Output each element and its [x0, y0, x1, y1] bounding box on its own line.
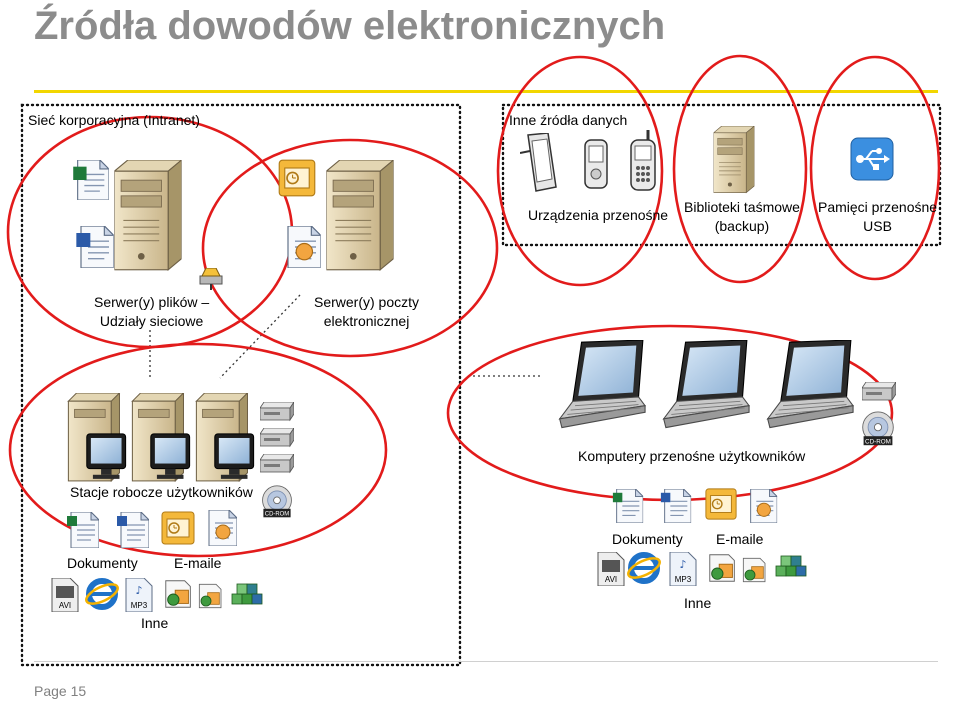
mp3-icon-text: MP3 [131, 601, 148, 610]
green-puzzle-icon [740, 554, 770, 586]
highlight-ellipses [6, 54, 941, 558]
laptop-icon [756, 340, 856, 444]
laptops-label: Komputery przenośne użytkowników [578, 448, 806, 464]
workstations-label: Stacje robocze użytkowników [70, 484, 253, 500]
tape-library-label: Biblioteki taśmowe (backup) [684, 199, 800, 234]
workstation-icon [130, 393, 192, 485]
outlook-message-icon [204, 510, 238, 546]
mail-servers-label: Serwer(y) poczty elektronicznej [314, 294, 420, 329]
documents-left-label: Dokumenty [67, 555, 138, 571]
mobile-phone-icon [630, 130, 656, 191]
avi-file-icon: AVI [597, 552, 625, 586]
mp3-file-icon: ♪ MP3 [125, 578, 153, 612]
svg-text:♪: ♪ [679, 558, 686, 571]
cdrom-icon: CD-ROM [860, 410, 896, 445]
footer-divider [34, 661, 938, 662]
word-document-icon [76, 226, 116, 268]
avi-icon-text: AVI [605, 575, 617, 584]
avi-file-icon: AVI [51, 578, 79, 612]
mp3-icon-text: MP3 [675, 575, 692, 584]
outlook-message-icon [746, 489, 778, 523]
intranet-label: Sieć korporacyjna (Intranet) [28, 112, 200, 128]
internet-explorer-icon [626, 550, 662, 586]
file-server-tower-icon [114, 160, 182, 272]
outlook-calendar-icon [160, 510, 196, 546]
drive-icon [260, 402, 294, 422]
file-servers-label: Serwer(y) plików – Udziały sieciowe [94, 294, 210, 329]
cdrom-icon-text: CD-ROM [265, 512, 289, 518]
tape-library-ellipse [672, 54, 808, 284]
drive-icon [862, 382, 896, 402]
drive-icon [260, 428, 294, 448]
usb-memory-ellipse [809, 55, 941, 281]
network-share-icon [199, 268, 223, 290]
cdrom-icon: CD-ROM [260, 484, 294, 518]
outlook-calendar-icon [704, 487, 738, 521]
intranet-border [20, 103, 462, 667]
registry-cubes-icon [772, 548, 808, 584]
usb-icon [850, 137, 894, 181]
emails-left-label: E-maile [174, 555, 222, 571]
other-left-label: Inne [141, 615, 169, 631]
mail-server-tower-icon [326, 160, 394, 272]
documents-right-label: Dokumenty [612, 531, 683, 547]
registry-cubes-icon [228, 576, 264, 612]
page-title: Źródła dowodów elektronicznych [34, 4, 666, 48]
installer-icon [162, 576, 196, 612]
excel-document-icon [73, 160, 112, 200]
connector-lines [149, 294, 540, 379]
mp3-file-icon: ♪ MP3 [669, 552, 697, 586]
smartphone-icon [584, 139, 608, 189]
green-puzzle-icon [196, 580, 226, 612]
emails-right-label: E-maile [716, 531, 764, 547]
page-number: Page 15 [34, 683, 87, 699]
excel-document-icon [67, 512, 100, 548]
excel-document-icon [612, 489, 644, 523]
usb-memory-label: Pamięci przenośne USB [818, 199, 938, 234]
mobile-devices-label: Urządzenia przenośne [528, 207, 669, 223]
mobile-devices-ellipse [496, 55, 664, 287]
tape-library-icon [712, 126, 756, 194]
other-sources-label: Inne źródła danych [509, 112, 628, 128]
svg-text:♪: ♪ [135, 584, 142, 597]
workstation-icon [194, 393, 256, 485]
drive-icon [260, 454, 294, 474]
laptop-icon [652, 340, 752, 444]
word-document-icon [660, 489, 692, 523]
title-underline [34, 90, 938, 93]
mail-server-ellipse [201, 138, 499, 358]
other-right-label: Inne [684, 595, 712, 611]
outlook-calendar-icon [277, 158, 317, 198]
pda-icon [520, 133, 557, 192]
cdrom-icon-text: CD-ROM [865, 438, 891, 445]
avi-icon-text: AVI [59, 601, 71, 610]
workstation-icon [66, 393, 128, 485]
installer-icon [706, 550, 740, 586]
outlook-message-icon [282, 226, 322, 268]
laptop-icon [548, 340, 648, 444]
workstations-ellipse [8, 342, 388, 558]
word-document-icon [117, 512, 150, 548]
internet-explorer-icon [84, 576, 120, 612]
